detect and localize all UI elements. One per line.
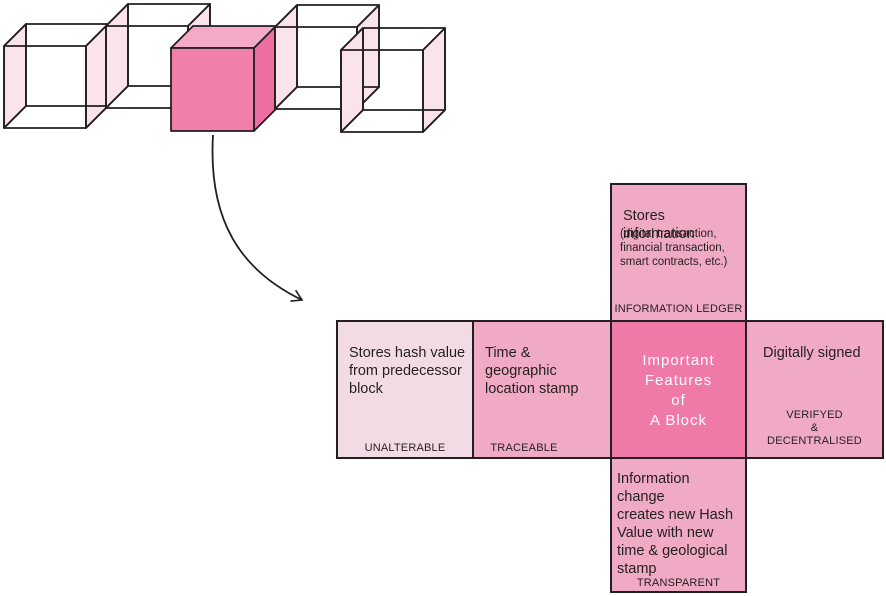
cube-edge [85, 105, 109, 129]
right-face-tag: VERIFYED & DECENTRALISED [767, 409, 862, 447]
cube-edge [3, 105, 27, 129]
cube-3 [170, 25, 277, 132]
cube-edge [422, 27, 446, 51]
net-face-verified-decentralised: Digitally signed VERIFYED & DECENTRALISE… [745, 320, 884, 459]
cube-edge [3, 23, 27, 47]
cube-5 [340, 27, 446, 133]
left-face-tag: UNALTERABLE [364, 442, 446, 454]
cube-edge [105, 3, 129, 27]
cube-right-panel [422, 27, 446, 133]
net-face-unalterable: Stores hash value from predecessor block… [336, 320, 474, 459]
cube-left-panel [105, 3, 129, 109]
left-center-face-tag: TRACEABLE [490, 442, 558, 454]
left-face-main-text: Stores hash value from predecessor block [349, 345, 466, 397]
top-face-tag: INFORMATION LEDGER [614, 303, 743, 315]
bottom-face-main-text: Information change creates new Hash Valu… [617, 471, 734, 577]
right-face-main-text: Digitally signed [763, 345, 861, 361]
cube-front-face [170, 47, 255, 132]
cube-left-panel [274, 4, 298, 110]
cube-edge [105, 85, 129, 109]
net-face-center: Important Features of A Block [610, 320, 747, 459]
arrow-connector [211, 134, 304, 302]
cube-left-panel [340, 27, 364, 133]
cube-right-panel [85, 23, 109, 129]
cube-edge [340, 109, 364, 133]
bottom-face-tag: TRANSPARENT [636, 577, 721, 589]
cube-edge [187, 3, 211, 27]
cube-edge [85, 23, 109, 47]
left-center-face-main-text: Time & geographic location stamp [485, 345, 579, 397]
top-face-main-text: Stores information [623, 208, 695, 242]
cube-edge [340, 27, 364, 51]
net-face-information-ledger: Stores information (digital transaction,… [610, 183, 747, 322]
cube-edge [274, 86, 298, 110]
cube-edge [422, 109, 446, 133]
cube-left-panel [3, 23, 27, 129]
net-face-traceable: Time & geographic location stamp TRACEAB… [472, 320, 612, 459]
cube-1 [3, 23, 109, 129]
top-face-sub-text: (digital transaction, financial transact… [620, 228, 728, 268]
cube-edge [356, 4, 380, 28]
center-face-title: Important Features of A Block [642, 352, 715, 429]
cube-edge [274, 4, 298, 28]
net-face-transparent: Information change creates new Hash Valu… [610, 457, 747, 593]
